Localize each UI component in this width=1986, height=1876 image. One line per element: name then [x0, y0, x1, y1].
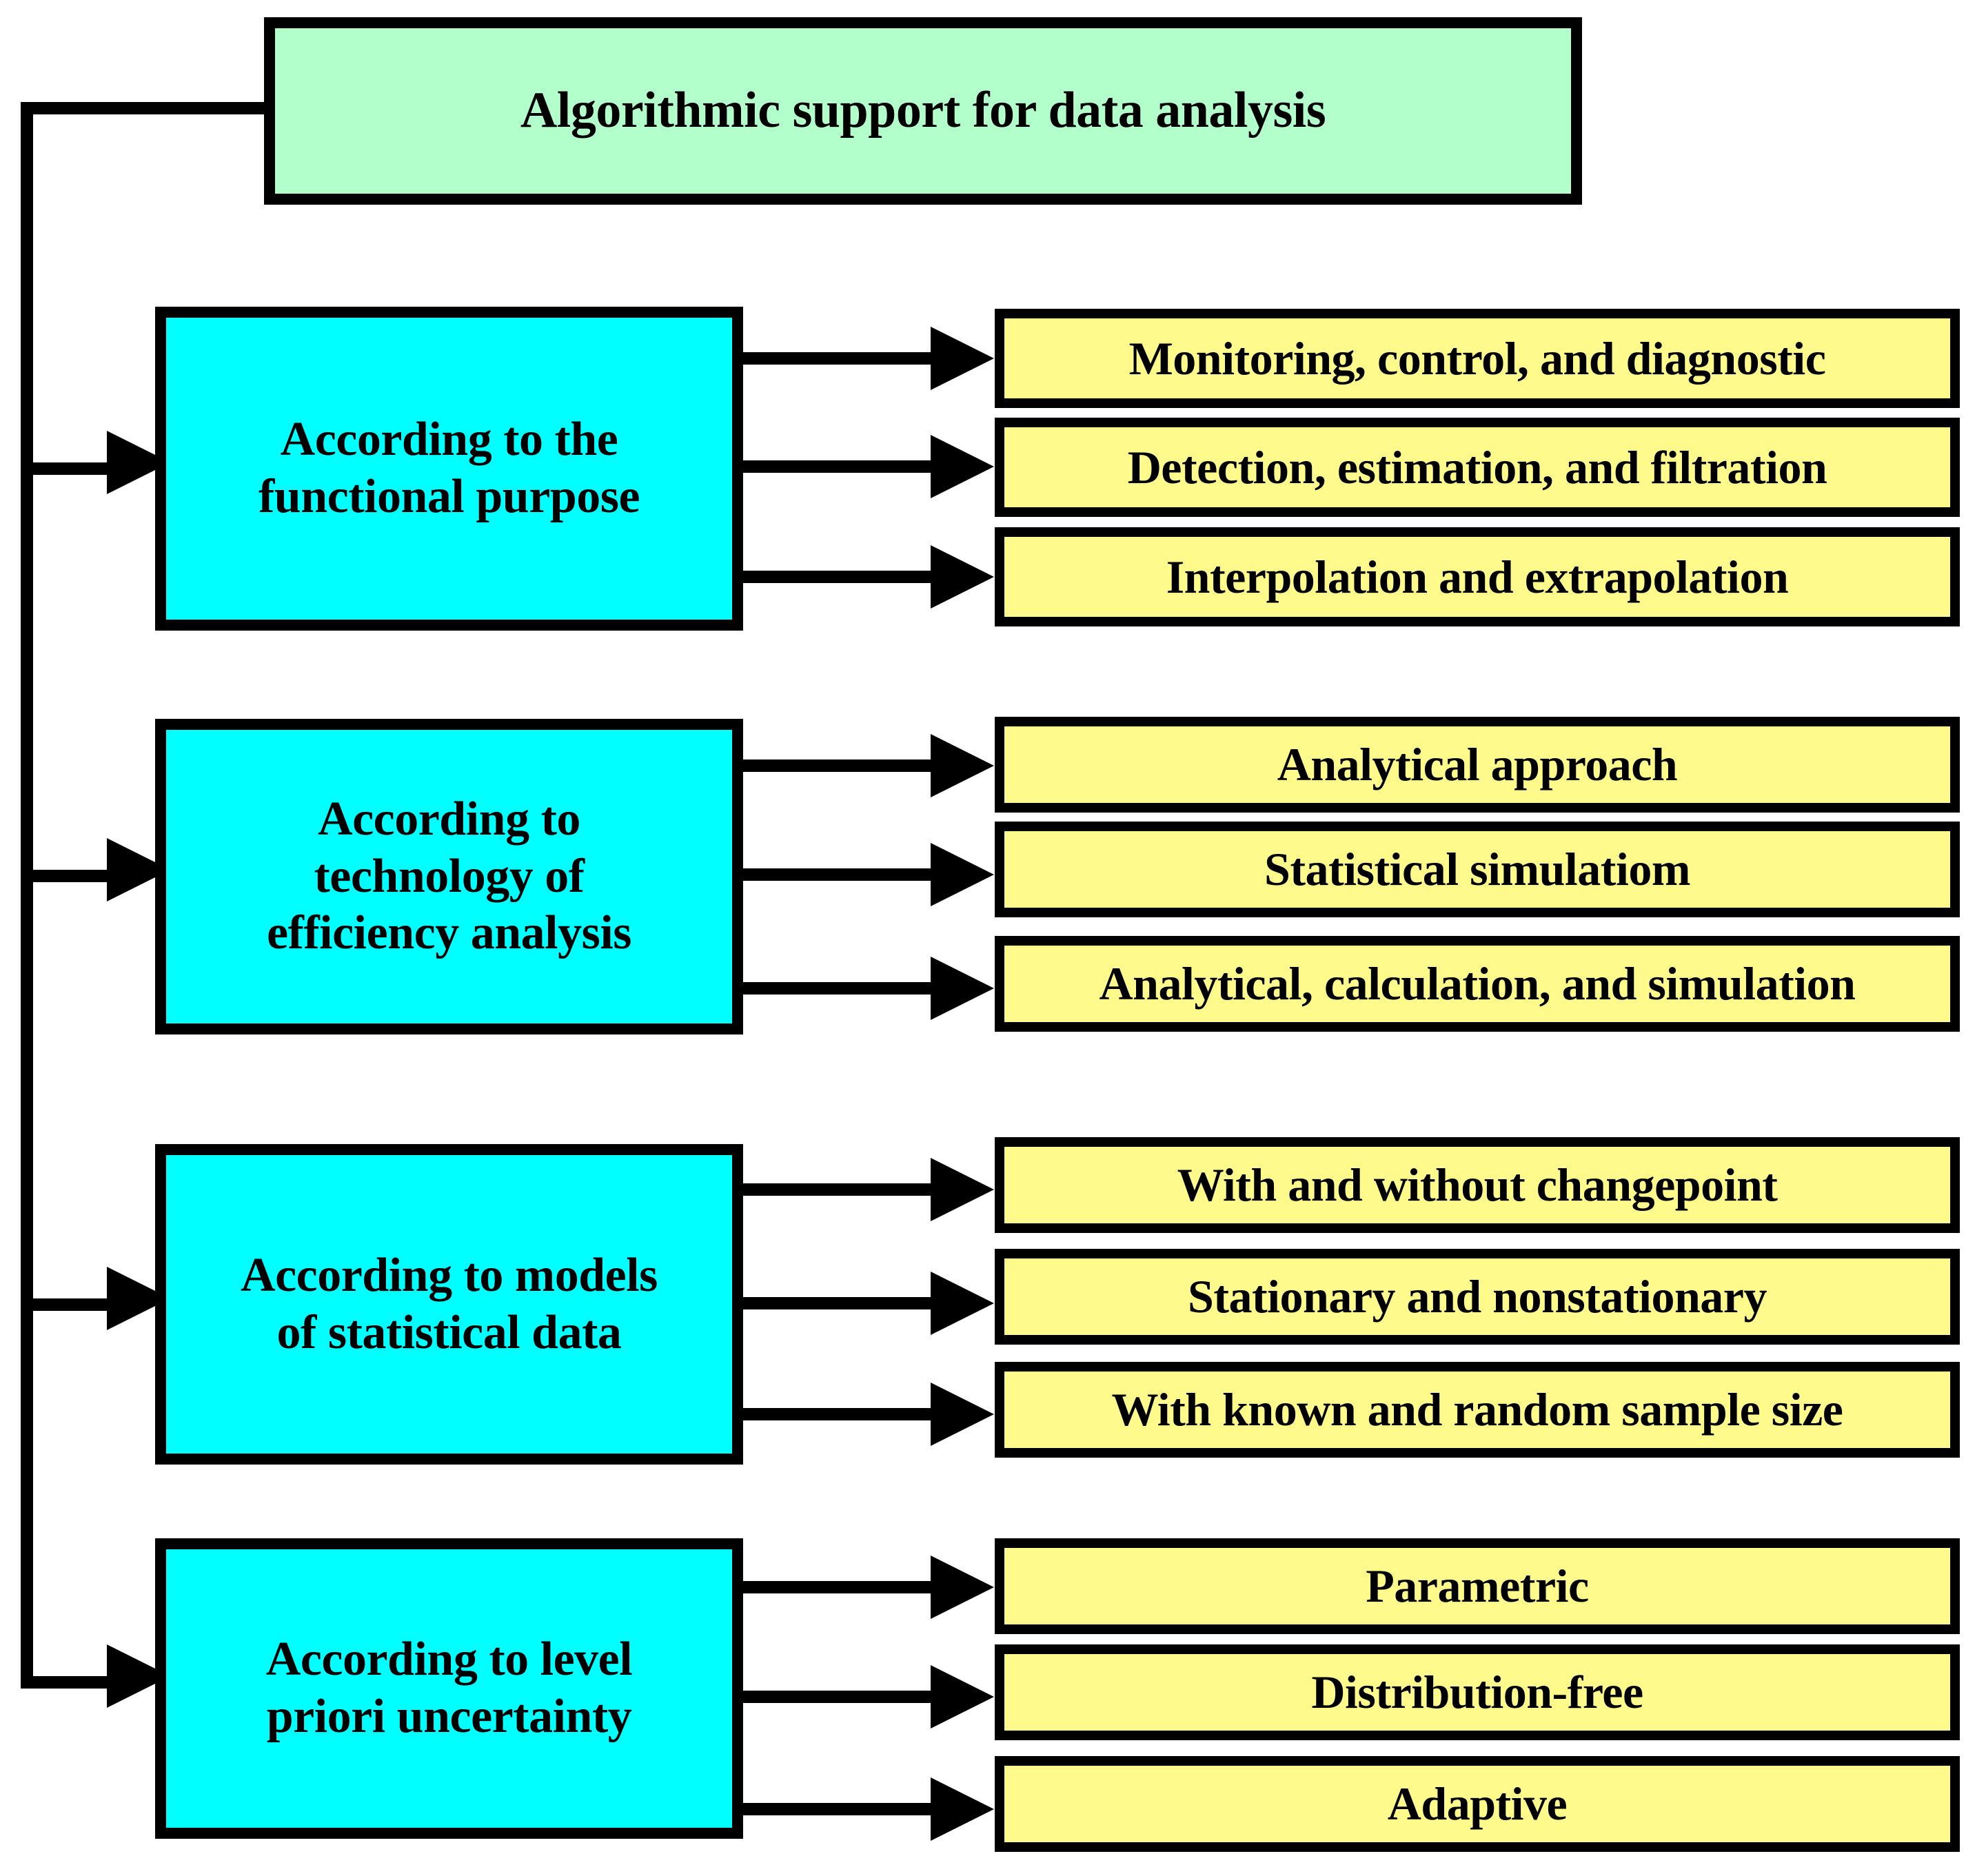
leaf-node-1-3[interactable]: Interpolation and extrapolation	[995, 527, 1960, 626]
leaf-arrow-3-1-icon	[931, 1158, 994, 1221]
leaf-arrow-4-3-icon	[931, 1777, 994, 1841]
leaf-node-1-2[interactable]: Detection, estimation, and filtration	[995, 418, 1960, 517]
leaf-node-4-2-label: Distribution-free	[1311, 1666, 1643, 1719]
leaf-node-4-1[interactable]: Parametric	[995, 1538, 1960, 1634]
leaf-node-4-1-label: Parametric	[1366, 1560, 1589, 1613]
leaf-node-2-3-label: Analytical, calculation, and simulation	[1099, 957, 1856, 1010]
branch-stem-1	[21, 462, 110, 475]
leaf-stem-3-3	[743, 1408, 933, 1420]
leaf-stem-1-3	[743, 571, 933, 583]
leaf-node-2-1-label: Analytical approach	[1277, 738, 1678, 791]
leaf-arrow-4-1-icon	[931, 1556, 994, 1619]
leaf-node-1-3-label: Interpolation and extrapolation	[1166, 550, 1789, 603]
leaf-arrow-3-3-icon	[931, 1383, 994, 1446]
leaf-node-3-1-label: With and without changepoint	[1177, 1159, 1778, 1212]
leaf-arrow-1-1-icon	[931, 327, 994, 390]
leaf-node-3-2-label: Stationary and nonstationary	[1188, 1270, 1767, 1323]
leaf-node-1-1-label: Monitoring, control, and diagnostic	[1128, 332, 1826, 385]
leaf-node-4-3[interactable]: Adaptive	[995, 1756, 1960, 1852]
leaf-stem-4-2	[743, 1691, 933, 1703]
category-node-4[interactable]: According to level priori uncertainty	[155, 1538, 743, 1839]
leaf-stem-4-3	[743, 1803, 933, 1815]
branch-stem-2	[21, 870, 110, 882]
leaf-stem-2-1	[743, 759, 933, 772]
category-node-4-label: According to level priori uncertainty	[265, 1633, 633, 1743]
trunk-vertical-connector	[21, 102, 33, 1689]
leaf-node-3-1[interactable]: With and without changepoint	[995, 1137, 1960, 1233]
leaf-node-2-3[interactable]: Analytical, calculation, and simulation	[995, 936, 1960, 1032]
category-node-2[interactable]: According to technology of efficiency an…	[155, 719, 743, 1034]
root-node-label: Algorithmic support for data analysis	[520, 82, 1326, 139]
leaf-arrow-3-2-icon	[931, 1272, 994, 1335]
category-node-1[interactable]: According to the functional purpose	[155, 307, 743, 631]
leaf-node-1-2-label: Detection, estimation, and filtration	[1127, 440, 1827, 493]
root-node-algorithmic-support[interactable]: Algorithmic support for data analysis	[264, 17, 1582, 205]
branch-stem-4	[21, 1676, 110, 1689]
trunk-horizontal-connector	[21, 102, 266, 114]
leaf-arrow-1-3-icon	[931, 545, 994, 609]
leaf-stem-1-1	[743, 352, 933, 365]
category-node-2-label: According to technology of efficiency an…	[266, 793, 632, 960]
leaf-node-2-1[interactable]: Analytical approach	[995, 717, 1960, 813]
category-node-3-label: According to models of statistical data	[241, 1248, 658, 1359]
leaf-node-1-1[interactable]: Monitoring, control, and diagnostic	[995, 309, 1960, 408]
leaf-stem-4-1	[743, 1581, 933, 1593]
leaf-arrow-2-3-icon	[931, 957, 994, 1020]
leaf-arrow-2-1-icon	[931, 734, 994, 797]
leaf-node-2-2-label: Statistical simulatiom	[1264, 843, 1690, 896]
category-node-3[interactable]: According to models of statistical data	[155, 1144, 743, 1465]
leaf-stem-3-1	[743, 1183, 933, 1196]
category-node-1-label: According to the functional purpose	[258, 413, 640, 523]
leaf-stem-3-2	[743, 1297, 933, 1309]
leaf-node-4-3-label: Adaptive	[1387, 1777, 1568, 1831]
leaf-node-4-2[interactable]: Distribution-free	[995, 1644, 1960, 1740]
leaf-arrow-2-2-icon	[931, 843, 994, 906]
leaf-arrow-1-2-icon	[931, 435, 994, 498]
leaf-node-3-3[interactable]: With known and random sample size	[995, 1362, 1960, 1458]
leaf-stem-1-2	[743, 460, 933, 473]
branch-stem-3	[21, 1298, 110, 1311]
leaf-node-3-2[interactable]: Stationary and nonstationary	[995, 1249, 1960, 1345]
leaf-node-3-3-label: With known and random sample size	[1111, 1383, 1843, 1436]
leaf-stem-2-3	[743, 982, 933, 995]
leaf-stem-2-2	[743, 868, 933, 881]
leaf-arrow-4-2-icon	[931, 1665, 994, 1729]
leaf-node-2-2[interactable]: Statistical simulatiom	[995, 822, 1960, 917]
